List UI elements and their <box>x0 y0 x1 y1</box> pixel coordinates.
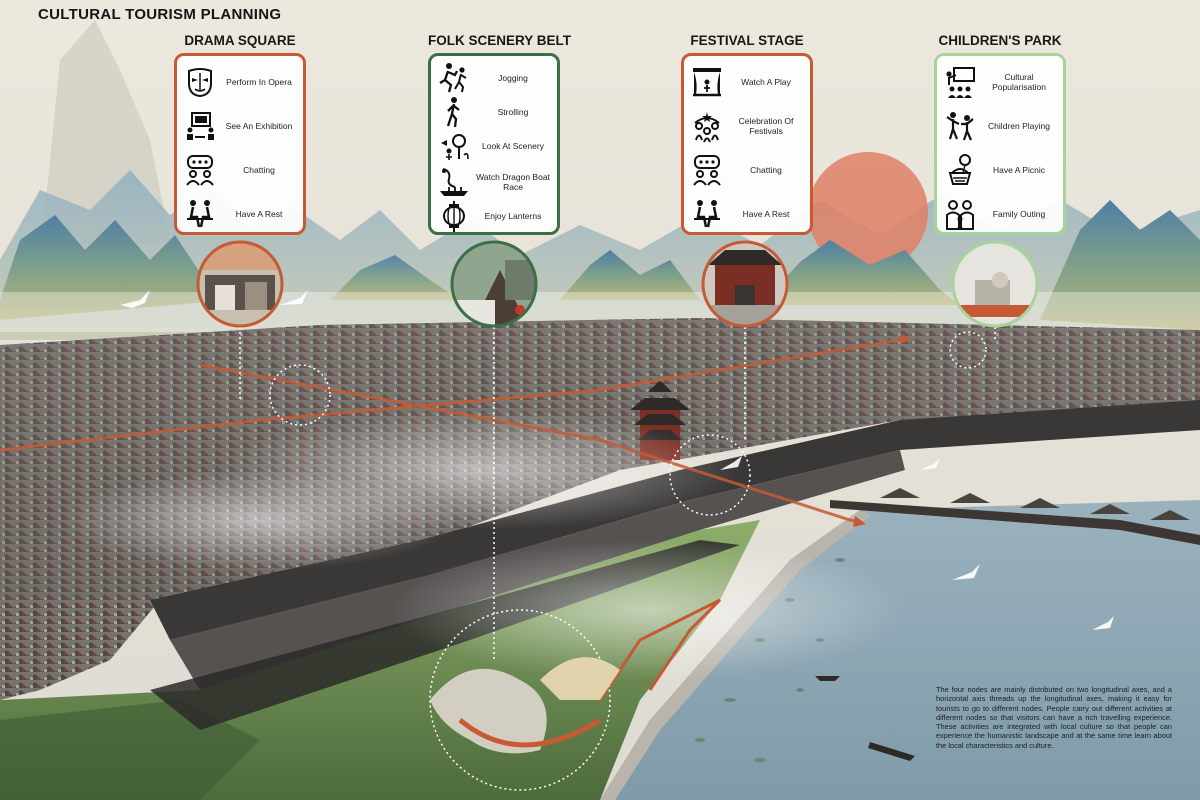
node-photo-folk <box>452 242 536 326</box>
activity-item: Look At Scenery <box>431 126 557 166</box>
chatting-icon <box>693 155 721 186</box>
opera-mask-icon <box>188 68 212 98</box>
activity-item: Children Playing <box>937 106 1063 146</box>
theater-stage-icon <box>693 68 721 97</box>
rest-icon <box>187 200 213 228</box>
strolling-icon <box>446 97 460 128</box>
activity-label: Family Outing <box>992 209 1046 219</box>
chatting-icon <box>186 155 214 186</box>
node-title: CHILDREN'S PARK <box>938 33 1062 48</box>
activity-item: See An Exhibition <box>177 106 303 146</box>
activity-label: Strolling <box>497 107 529 117</box>
page-title: CULTURAL TOURISM PLANNING <box>38 6 282 23</box>
activity-label: Watch A Play <box>741 77 791 87</box>
activity-item: Family Outing <box>937 194 1063 234</box>
node-title: FOLK SCENERY BELT <box>428 33 572 48</box>
activity-label: Celebration Of Festivals <box>738 116 794 136</box>
activity-item: Have A Rest <box>177 194 303 234</box>
activity-label: Jogging <box>498 73 528 83</box>
activity-item: Chatting <box>684 150 810 190</box>
activity-label: Chatting <box>750 165 782 175</box>
activity-item: Watch Dragon Boat Race <box>431 162 557 202</box>
activity-card: Jogging Strolling Look At Scenery <box>428 53 560 235</box>
dragon-boat-icon <box>440 168 468 196</box>
activity-label: See An Exhibition <box>225 121 293 131</box>
activity-label: Chatting <box>243 165 275 175</box>
node-photo-children <box>953 242 1037 326</box>
activity-card: Cultural Popularisation Children Playing… <box>934 53 1066 235</box>
lantern-icon <box>443 201 465 232</box>
teaching-icon <box>946 67 975 98</box>
activity-label: Enjoy Lanterns <box>484 211 542 221</box>
family-icon <box>946 200 974 230</box>
activity-item: Strolling <box>431 92 557 132</box>
activity-item: Jogging <box>431 58 557 98</box>
activity-item: Have A Picnic <box>937 150 1063 190</box>
activity-card: Perform In Opera See An Exhibition <box>174 53 306 235</box>
node-title: DRAMA SQUARE <box>184 33 296 48</box>
scenery-icon <box>441 134 469 160</box>
exhibition-icon <box>187 112 214 140</box>
activity-label: Watch Dragon Boat Race <box>476 172 550 192</box>
activity-card: Watch A Play Celebration Of Festivals <box>681 53 813 235</box>
celebration-icon <box>694 112 720 143</box>
activity-item: Enjoy Lanterns <box>431 196 557 236</box>
activity-label: Children Playing <box>988 121 1050 131</box>
activity-label: Look At Scenery <box>482 141 544 151</box>
activity-label: Cultural Popularisation <box>992 72 1046 92</box>
children-icon <box>946 112 974 141</box>
activity-label: Have A Rest <box>235 209 283 219</box>
activity-item: Watch A Play <box>684 62 810 102</box>
description-text: The four nodes are mainly distributed on… <box>936 685 1172 750</box>
activity-item: Celebration Of Festivals <box>684 106 810 146</box>
node-title: FESTIVAL STAGE <box>690 33 804 48</box>
activity-item: Perform In Opera <box>177 62 303 102</box>
activity-item: Have A Rest <box>684 194 810 234</box>
node-photo-festival <box>703 242 787 326</box>
rest-icon <box>694 200 720 228</box>
activity-label: Perform In Opera <box>226 77 292 87</box>
activity-item: Chatting <box>177 150 303 190</box>
jogging-icon <box>439 63 467 93</box>
activity-item: Cultural Popularisation <box>937 62 1063 102</box>
picnic-icon <box>948 154 972 185</box>
activity-label: Have A Rest <box>742 209 790 219</box>
activity-label: Have A Picnic <box>993 165 1045 175</box>
